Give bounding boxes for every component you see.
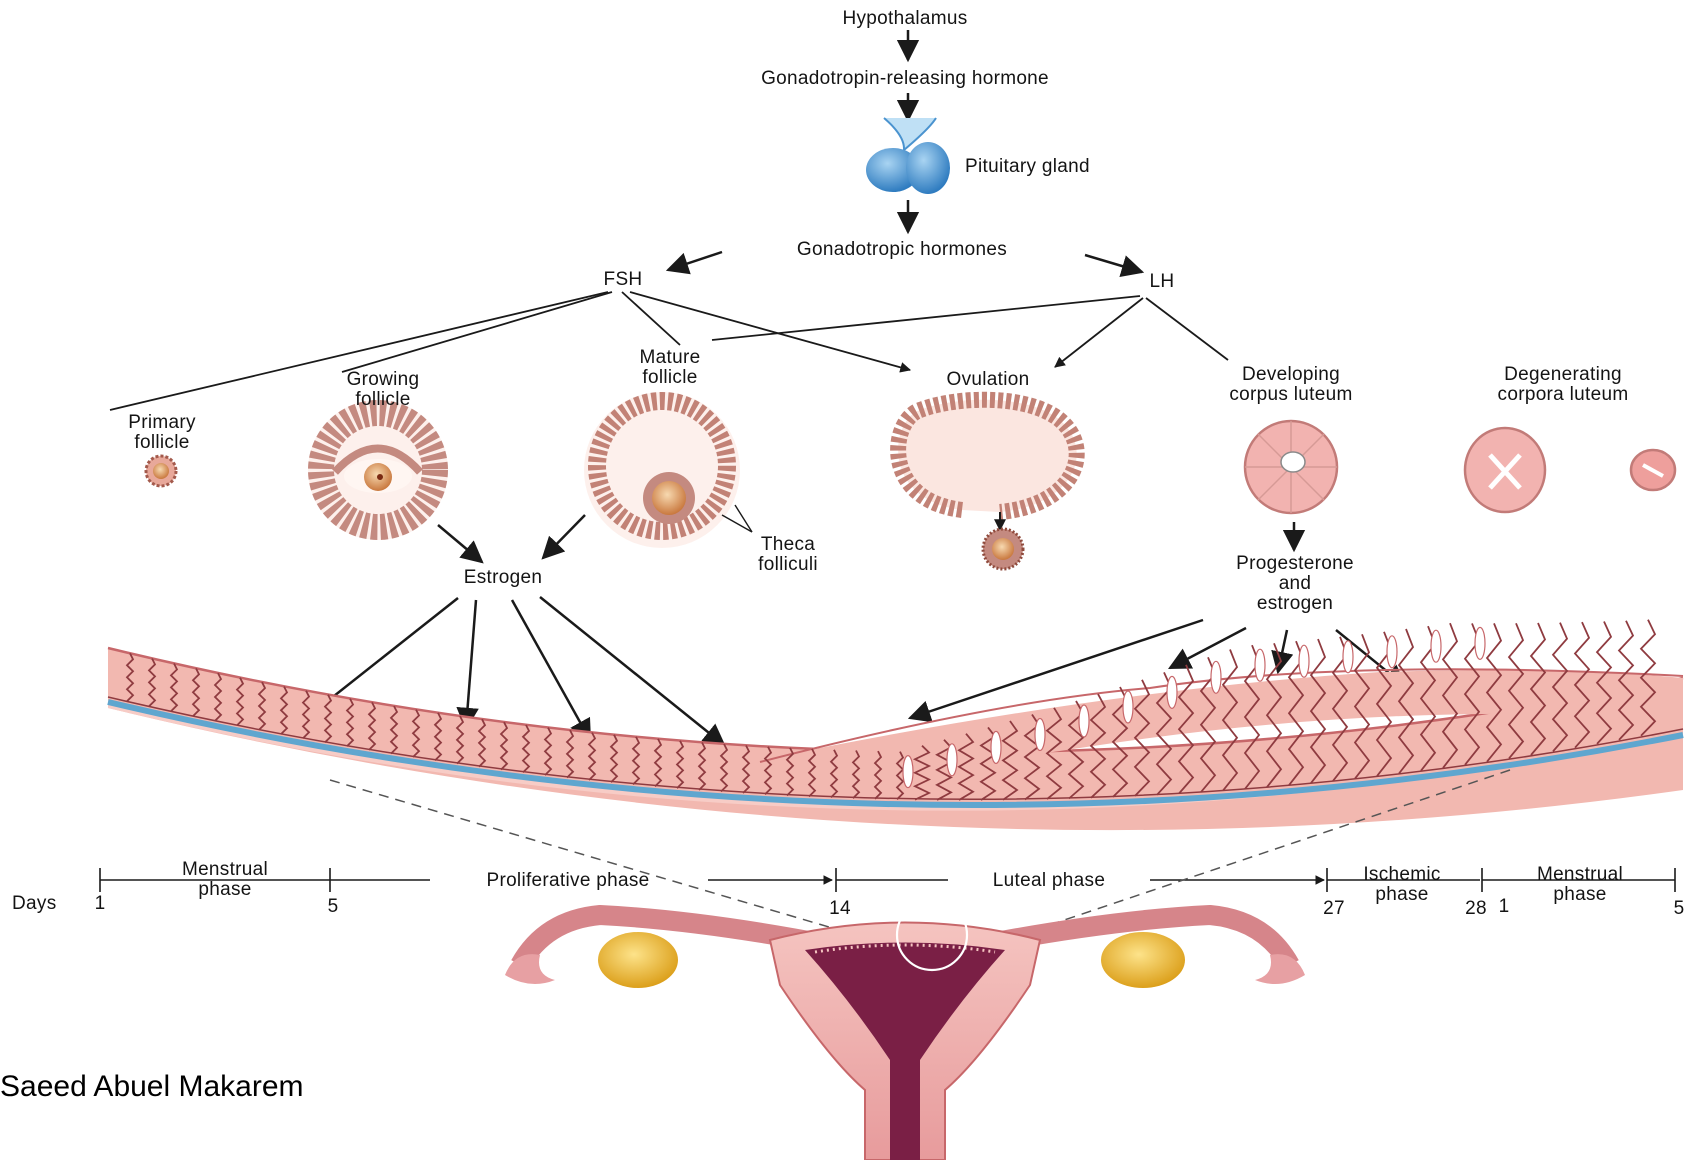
author-credit: Saeed Abuel Makarem: [0, 1070, 304, 1104]
uterus-illustration: [505, 900, 1305, 1160]
ischemic-phase-label: Ischemic phase: [1363, 865, 1440, 905]
degenerating-corpora-luteum-label: Degenerating corpora luteum: [1498, 365, 1629, 405]
developing-corpus-luteum-label: Developing corpus luteum: [1229, 365, 1352, 405]
endometrium-band: [108, 620, 1683, 830]
day-mark: 5: [328, 897, 339, 917]
theca-folliculi-label: Theca folliculi: [758, 535, 818, 575]
left-ovary: [598, 932, 678, 988]
days-label: Days: [12, 894, 57, 914]
day-mark: 5: [1674, 899, 1685, 919]
luteal-phase-label: Luteal phase: [993, 871, 1105, 891]
gland-lumen: [947, 744, 957, 776]
right-ovary: [1101, 932, 1185, 988]
arrow-to-lh: [1085, 255, 1142, 272]
mature-follicle-illustration: [584, 392, 752, 548]
growing-follicle-illustration: [308, 400, 448, 540]
day-mark: 14: [829, 899, 851, 919]
estrogen-label: Estrogen: [464, 568, 542, 588]
menstrual-phase-label: Menstrual phase: [182, 860, 268, 900]
hypothalamus-label: Hypothalamus: [842, 9, 967, 29]
arrow-to-fsh: [668, 252, 722, 270]
proliferative-phase-label: Proliferative phase: [486, 871, 649, 891]
hormone-output-arrows: [438, 515, 1294, 562]
day-mark: 1: [95, 894, 106, 914]
pituitary-gland-label: Pituitary gland: [965, 157, 1090, 177]
day-mark: 28: [1465, 899, 1487, 919]
gland-lumen: [1475, 627, 1485, 659]
fsh-label: FSH: [604, 270, 643, 290]
gland-lumen: [1079, 705, 1089, 737]
gonadotropic-hormones-label: Gonadotropic hormones: [797, 240, 1007, 260]
gland-lumen: [903, 756, 913, 788]
gnrh-label: Gonadotropin-releasing hormone: [761, 69, 1049, 89]
degenerating-corpora-luteum-illustration: [1465, 428, 1675, 512]
gland-lumen: [1387, 636, 1397, 668]
progesterone-estrogen-label: Progesterone and estrogen: [1236, 554, 1354, 614]
primary-follicle-illustration: [146, 456, 176, 486]
pituitary-gland-icon: [866, 118, 950, 194]
gland-lumen: [1299, 645, 1309, 677]
growing-follicle-label: Growing follicle: [347, 370, 420, 410]
ovulation-illustration: [898, 400, 1077, 569]
gland-lumen: [1431, 630, 1441, 662]
day-mark: 27: [1323, 899, 1345, 919]
primary-follicle-label: Primary follicle: [128, 413, 196, 453]
lh-label: LH: [1150, 272, 1175, 292]
gland-lumen: [1167, 676, 1177, 708]
menstrual-phase-2-label: Menstrual phase: [1537, 865, 1623, 905]
gland-lumen: [1255, 649, 1265, 681]
gland-lumen: [1343, 641, 1353, 673]
gland-lumen: [1123, 691, 1133, 723]
gland-lumen: [1035, 719, 1045, 751]
gland-lumen: [1211, 661, 1221, 693]
gland-lumen: [991, 731, 1001, 763]
mature-follicle-label: Mature follicle: [640, 348, 701, 388]
day-mark: 1: [1499, 897, 1510, 917]
ovulation-label: Ovulation: [947, 370, 1030, 390]
developing-corpus-luteum-illustration: [1245, 421, 1337, 513]
